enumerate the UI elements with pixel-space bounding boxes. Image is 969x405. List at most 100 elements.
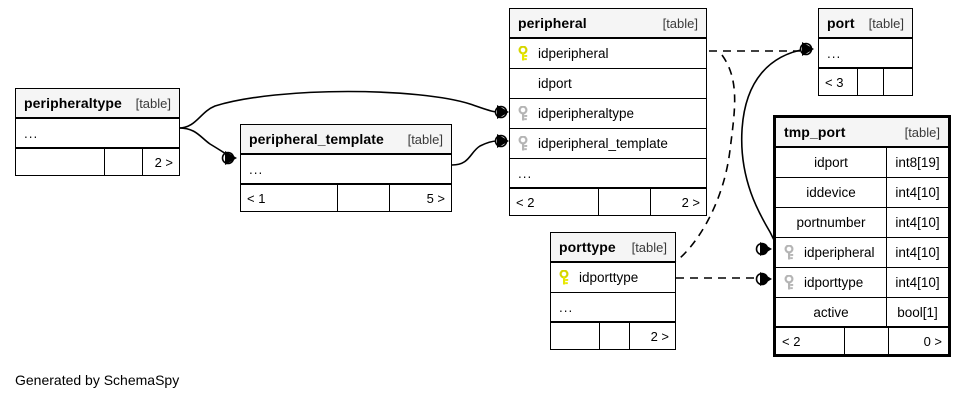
arrowhead [225, 151, 237, 165]
table-title: tmp_port [784, 124, 846, 140]
footer-left [551, 323, 599, 349]
footer-right [883, 69, 912, 95]
table-row-ellipsis: ... [241, 155, 451, 185]
table-footer: < 2 0 > [776, 328, 948, 354]
table-row: idport int8[19] [776, 148, 948, 178]
table-title: peripheral_template [249, 131, 384, 147]
row-name-cell: idport [510, 76, 706, 92]
endpoint-circle [221, 151, 235, 165]
table-header: peripheraltype [table] [16, 89, 179, 119]
row-name-cell: idporttype [776, 274, 886, 291]
row-label: idport [814, 155, 848, 170]
footer-left: < 2 [782, 333, 801, 349]
table-type-tag: [table] [868, 15, 904, 31]
table-type-tag: [table] [135, 95, 171, 111]
row-label: ... [827, 45, 842, 61]
table-peripheraltype[interactable]: peripheraltype [table] ... 2 > [15, 88, 180, 176]
row-label: idperipheral [804, 245, 875, 260]
primary-key-icon [559, 269, 573, 286]
row-type: int4[10] [886, 268, 948, 297]
generated-by-label: Generated by SchemaSpy [15, 372, 180, 388]
table-row-ellipsis: ... [510, 159, 706, 189]
table-footer: 2 > [16, 149, 179, 175]
endpoint-circle [755, 272, 769, 286]
table-row: idperipheral [510, 39, 706, 69]
table-row: idperipheral_template [510, 129, 706, 159]
endpoint-circle [494, 105, 508, 119]
row-type: int4[10] [886, 178, 948, 207]
footer-left: < 1 [247, 190, 266, 206]
table-title: peripheral [518, 15, 587, 31]
row-label: ... [24, 125, 39, 141]
row-name-cell: idperipheraltype [510, 105, 706, 122]
row-name-cell: iddevice [776, 185, 886, 200]
row-name-cell: idperipheral_template [510, 135, 706, 152]
footer-mid [104, 149, 142, 175]
row-label: active [813, 304, 849, 320]
table-row: idperipheraltype [510, 99, 706, 129]
table-peripheral[interactable]: peripheral [table] idperipheral id [509, 8, 707, 216]
table-row: active bool[1] [776, 298, 948, 328]
table-type-tag: [table] [631, 239, 667, 255]
row-label: ... [559, 299, 574, 315]
row-label: portnumber [796, 215, 866, 230]
endpoint-circle [755, 242, 769, 256]
foreign-key-icon [784, 274, 798, 291]
endpoint-circle [799, 42, 813, 56]
table-row-ellipsis: ... [16, 119, 179, 149]
arrowhead [497, 134, 509, 148]
footer-mid [857, 69, 883, 95]
row-type: int8[19] [886, 148, 948, 177]
row-type: int4[10] [886, 238, 948, 267]
foreign-key-icon [518, 135, 532, 152]
table-tmp-port[interactable]: tmp_port [table] idport int8[19] iddevic… [773, 115, 951, 357]
table-title: peripheraltype [24, 95, 122, 111]
table-footer: < 3 [819, 69, 912, 95]
table-header: porttype [table] [551, 233, 675, 263]
table-header: peripheral_template [table] [241, 125, 451, 155]
table-type-tag: [table] [407, 131, 443, 147]
row-label: iddevice [806, 185, 856, 200]
row-label: idperipheral_template [538, 136, 668, 151]
table-port[interactable]: port [table] ... < 3 [818, 8, 913, 96]
table-peripheral-template[interactable]: peripheral_template [table] ... < 1 5 > [240, 124, 452, 212]
table-porttype[interactable]: porttype [table] idporttype ... [550, 232, 676, 350]
row-label: ... [249, 161, 264, 177]
table-title: port [827, 15, 855, 31]
footer-mid [844, 328, 888, 354]
foreign-key-icon [518, 105, 532, 122]
row-label: idperipheraltype [538, 106, 635, 121]
primary-key-icon [518, 45, 532, 62]
table-type-tag: [table] [662, 15, 698, 31]
footer-mid [598, 189, 650, 215]
table-row: idporttype [551, 263, 675, 293]
footer-right: 2 > [142, 149, 179, 175]
table-header: port [table] [819, 9, 912, 39]
footer-left: < 3 [825, 74, 844, 90]
table-type-tag: [table] [904, 124, 940, 140]
table-row-ellipsis: ... [819, 39, 912, 69]
footer-mid [599, 323, 629, 349]
table-footer: < 1 5 > [241, 185, 451, 211]
arrowhead [760, 242, 772, 256]
arrowhead [497, 105, 509, 119]
table-row: idport [510, 69, 706, 99]
footer-right: 5 > [389, 185, 451, 211]
footer-right: 2 > [629, 323, 675, 349]
footer-left: < 2 [516, 194, 535, 210]
row-name-cell: active [776, 305, 886, 320]
edge-peripheraltype-peripheral_template [178, 127, 232, 158]
row-label: idporttype [579, 270, 639, 285]
table-title: porttype [559, 239, 616, 255]
table-row: idperipheral int4[10] [776, 238, 948, 268]
footer-right: 0 > [888, 328, 948, 354]
table-row: portnumber int4[10] [776, 208, 948, 238]
edge-peripheraltype-peripheral [178, 90, 498, 129]
arrowhead [760, 272, 772, 286]
foreign-key-icon [784, 244, 798, 261]
table-row: idporttype int4[10] [776, 268, 948, 298]
table-footer: < 2 2 > [510, 189, 706, 215]
row-type: bool[1] [886, 298, 948, 326]
table-footer: 2 > [551, 323, 675, 349]
